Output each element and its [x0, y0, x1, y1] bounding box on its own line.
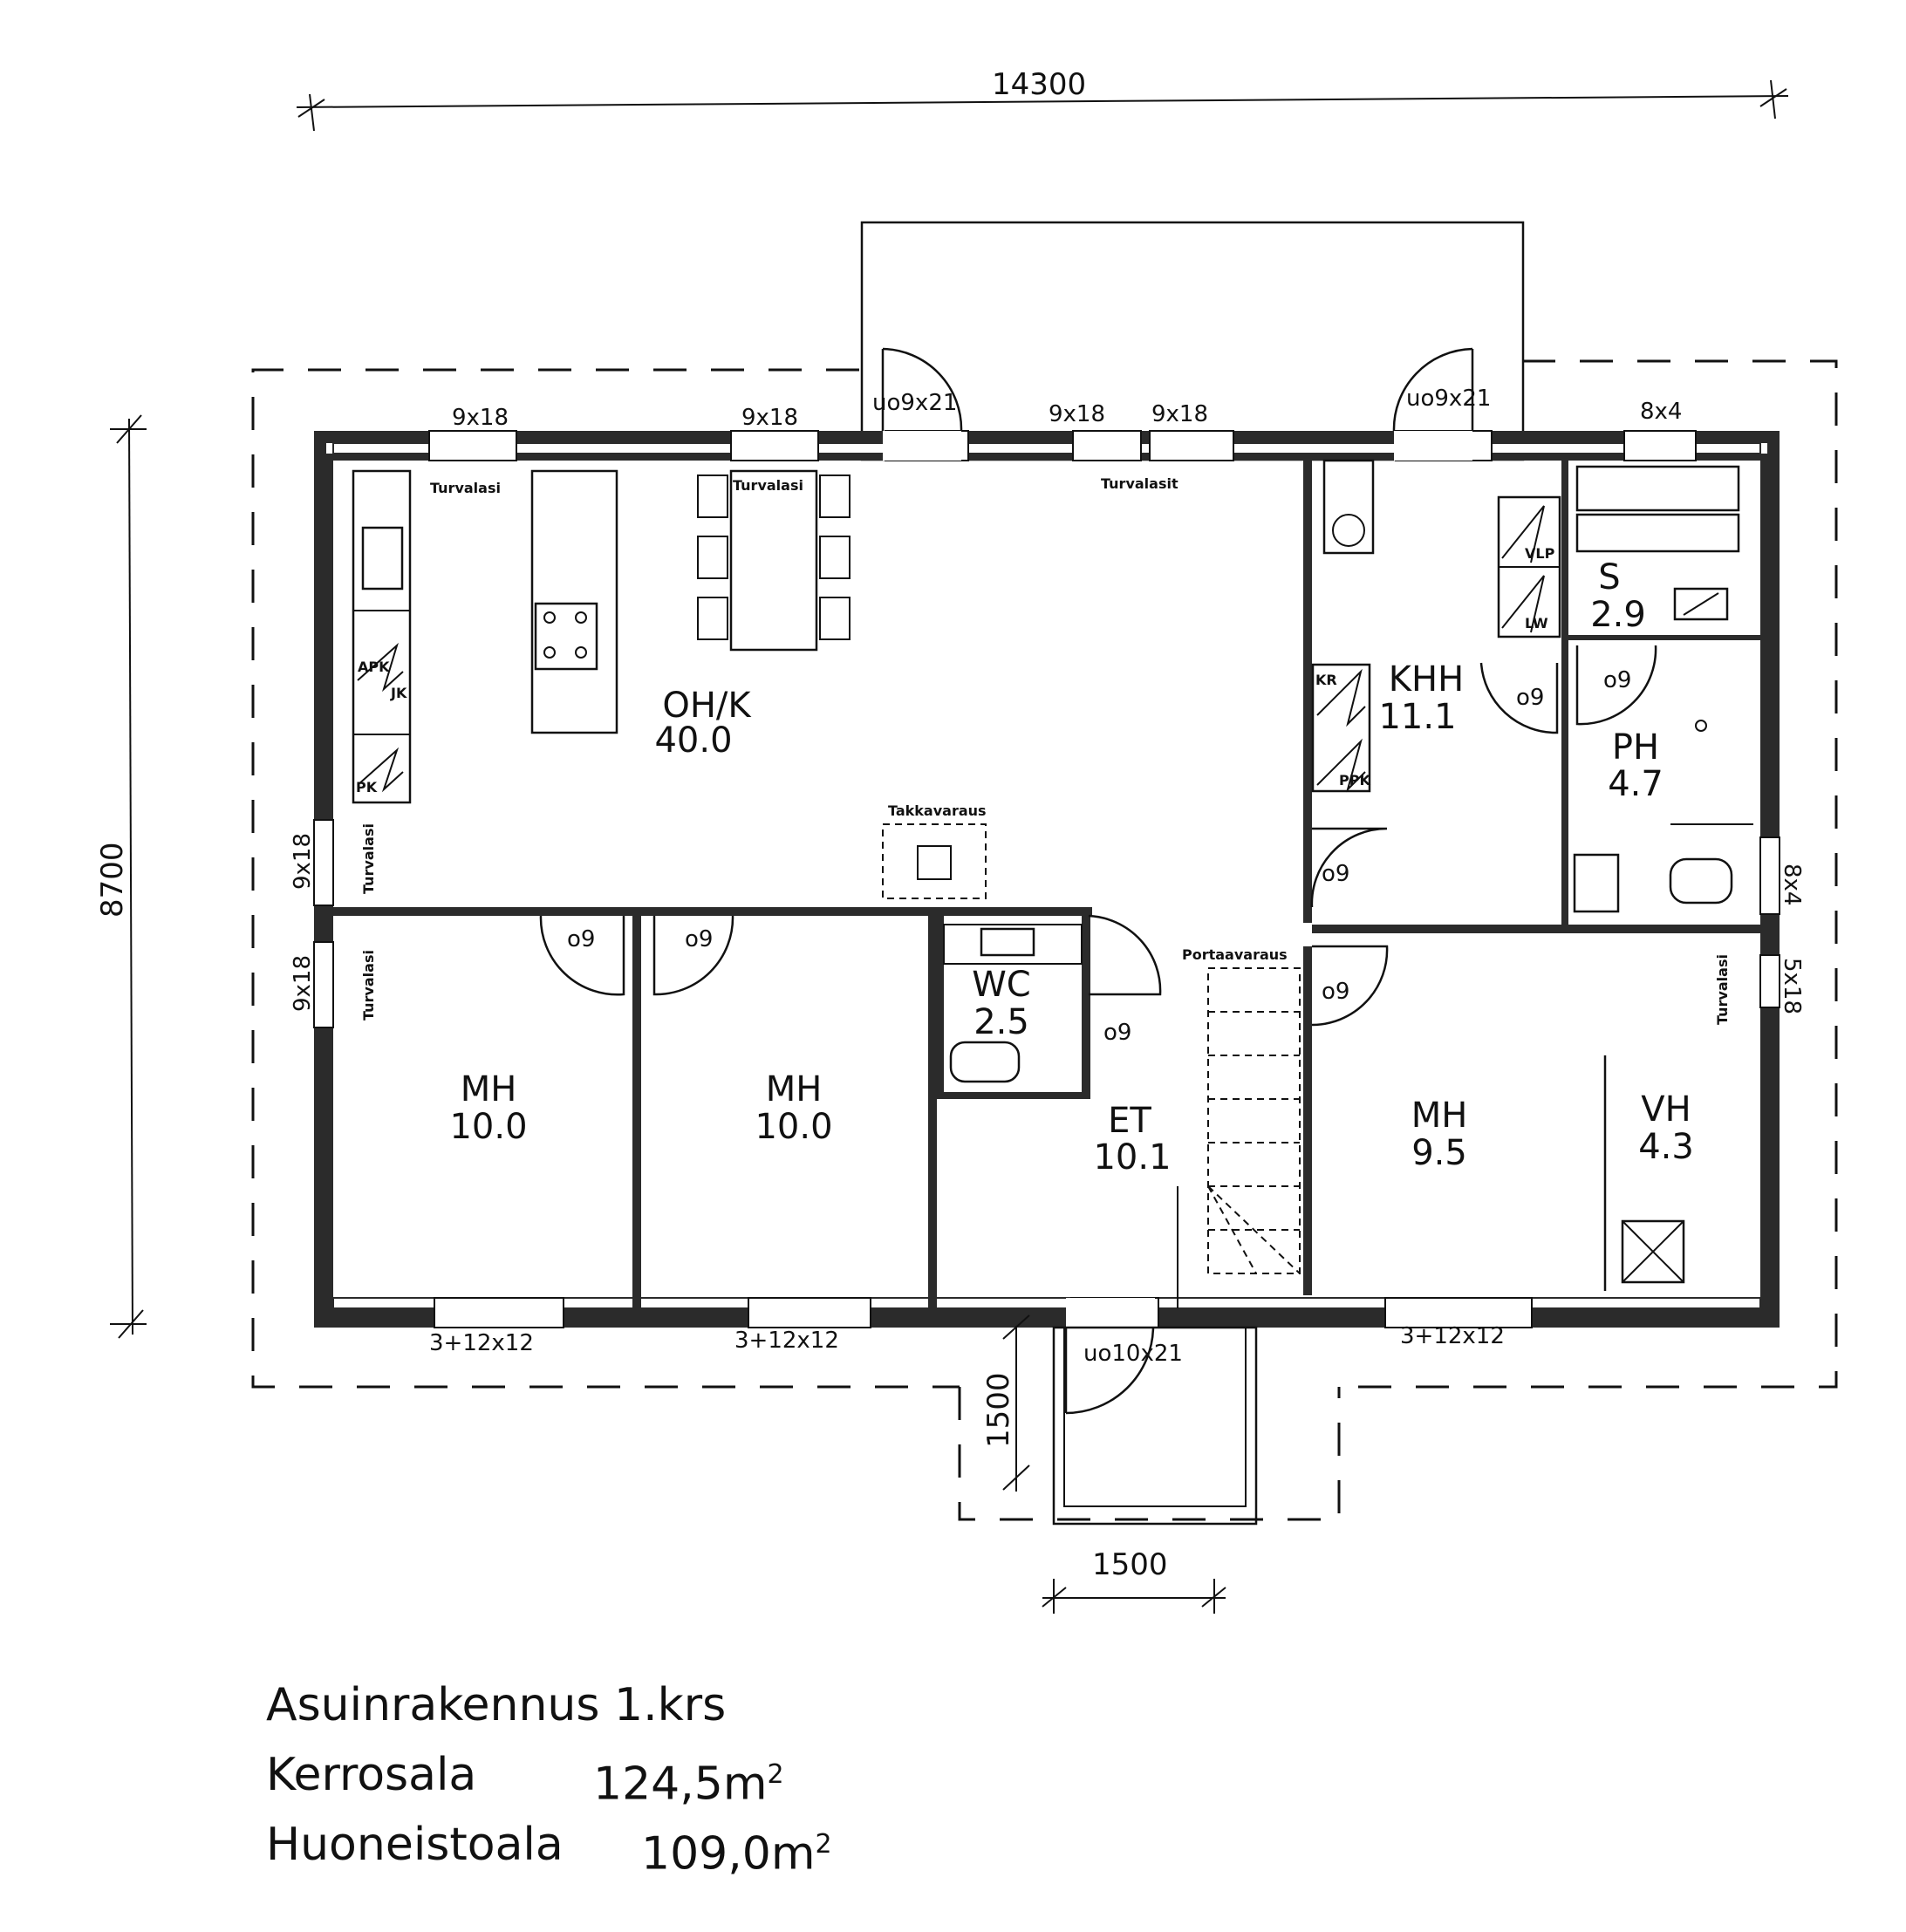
doors	[539, 347, 1657, 1415]
walk-in-closet	[1603, 1055, 1685, 1291]
depth-dimension-line: 8700	[95, 414, 147, 1339]
window-label-right2: 5x18	[1779, 958, 1805, 1014]
window-labels: 9x18 9x18 9x18 9x18 8x4 9x18 9x18 8x4 5x…	[290, 399, 1805, 1356]
safety-glass-label: Turvalasi	[360, 823, 377, 894]
storage-shelves	[1575, 465, 1740, 621]
door-label-o9-4: o9	[1322, 861, 1349, 887]
window-label-left2: 9x18	[290, 955, 316, 1012]
room-name-ohk: OH/K	[662, 686, 752, 726]
living-area-label: Huoneistoala	[266, 1819, 564, 1871]
stair-reserve: Portaavaraus	[1177, 946, 1301, 1308]
vlp-label: VLP	[1525, 545, 1555, 562]
door-label-o9-7: o9	[1603, 667, 1631, 693]
room-area-mh3: 9.5	[1411, 1133, 1467, 1173]
safety-glass-label: Turvalasi	[1714, 954, 1731, 1025]
room-name-mh2: MH	[766, 1069, 823, 1109]
width-dimension: 14300	[992, 67, 1086, 102]
room-area-et: 10.1	[1093, 1137, 1171, 1178]
room-area-ph: 4.7	[1608, 764, 1663, 804]
door-label-ext-top2: uo9x21	[1406, 386, 1491, 412]
window-label-right1: 8x4	[1779, 864, 1805, 905]
stair-reserve-label: Portaavaraus	[1182, 946, 1288, 963]
pk-label: PK	[356, 779, 378, 795]
width-dimension-line: 14300	[296, 67, 1789, 132]
jk-label: JK	[390, 685, 407, 701]
room-name-s: S	[1598, 557, 1620, 597]
room-name-khh: KHH	[1389, 659, 1464, 700]
interior-walls	[333, 461, 1760, 1308]
room-name-et: ET	[1108, 1101, 1151, 1141]
door-labels: uo9x21 uo9x21 uo10x21 o9 o9 o9 o9 o9 o9 …	[567, 386, 1631, 1367]
door-label-o9-3: o9	[1103, 1020, 1131, 1046]
laundry-fixtures: KR PPK VLP LW	[1311, 459, 1561, 793]
building-title: Asuinrakennus 1.krs	[266, 1679, 727, 1731]
dining-table	[697, 469, 851, 652]
kitchen-island	[530, 469, 618, 734]
window-label-bottom3: 3+12x12	[1400, 1323, 1505, 1349]
porch-depth-dimension: 1500	[981, 1372, 1016, 1448]
room-name-ph: PH	[1612, 727, 1659, 768]
living-area-value: 109,0m2	[641, 1827, 832, 1881]
room-area-vh: 4.3	[1638, 1127, 1694, 1167]
room-area-wc: 2.5	[973, 1002, 1029, 1042]
room-labels: OH/K 40.0 KHH 11.1 S 2.9 PH 4.7 WC 2.5 E…	[449, 557, 1693, 1178]
kitchen-counter: APK JK PK	[352, 469, 412, 804]
fireplace-reserve: Takkavaraus	[882, 802, 987, 899]
door-label-o9-5: o9	[1322, 979, 1349, 1005]
window-label-bottom1: 3+12x12	[429, 1330, 534, 1356]
room-area-mh1: 10.0	[449, 1107, 527, 1147]
window-label-top1: 9x18	[452, 405, 509, 431]
lw-label: LW	[1525, 615, 1548, 631]
bathroom-fixtures	[1573, 720, 1753, 913]
floor-area-value: 124,5m2	[593, 1758, 784, 1811]
safety-glass-label: Turvalasi	[430, 480, 501, 496]
safety-glass-plural-label: Turvalasit	[1101, 475, 1178, 492]
porch: 1500 1500	[981, 1314, 1258, 1614]
safety-glass-label: Turvalasi	[733, 477, 803, 494]
door-label-o9-1: o9	[567, 926, 595, 952]
room-area-s: 2.9	[1590, 595, 1646, 635]
safety-glass-labels: Turvalasi Turvalasi Turvalasit Turvalasi…	[360, 475, 1731, 1025]
floor-area-label: Kerrosala	[266, 1749, 477, 1801]
window-label-bottom2: 3+12x12	[734, 1328, 839, 1354]
wc-fixtures	[943, 924, 1083, 1083]
fireplace-reserve-label: Takkavaraus	[888, 802, 987, 819]
window-label-top3: 9x18	[1049, 401, 1105, 427]
safety-glass-label: Turvalasi	[360, 950, 377, 1021]
room-name-mh3: MH	[1411, 1096, 1468, 1136]
window-label-top5: 8x4	[1640, 399, 1682, 425]
roof-outline	[251, 359, 1838, 1521]
door-label-o9-6: o9	[1516, 685, 1544, 711]
window-label-top2: 9x18	[741, 405, 798, 431]
room-name-wc: WC	[972, 965, 1030, 1005]
window-label-top4: 9x18	[1151, 401, 1208, 427]
kr-label: KR	[1315, 672, 1337, 688]
room-area-khh: 11.1	[1378, 697, 1456, 737]
door-label-ext-top1: uo9x21	[872, 390, 957, 416]
window-label-left1: 9x18	[290, 833, 316, 890]
room-area-mh2: 10.0	[755, 1107, 832, 1147]
room-name-mh1: MH	[461, 1069, 517, 1109]
ppk-label: PPK	[1339, 772, 1370, 789]
depth-dimension: 8700	[95, 842, 130, 918]
door-label-o9-2: o9	[685, 926, 713, 952]
porch-width-dimension: 1500	[1092, 1547, 1168, 1582]
door-label-front: uo10x21	[1083, 1341, 1183, 1367]
apk-label: APK	[358, 659, 390, 675]
room-area-ohk: 40.0	[654, 720, 732, 761]
room-name-vh: VH	[1641, 1089, 1691, 1130]
